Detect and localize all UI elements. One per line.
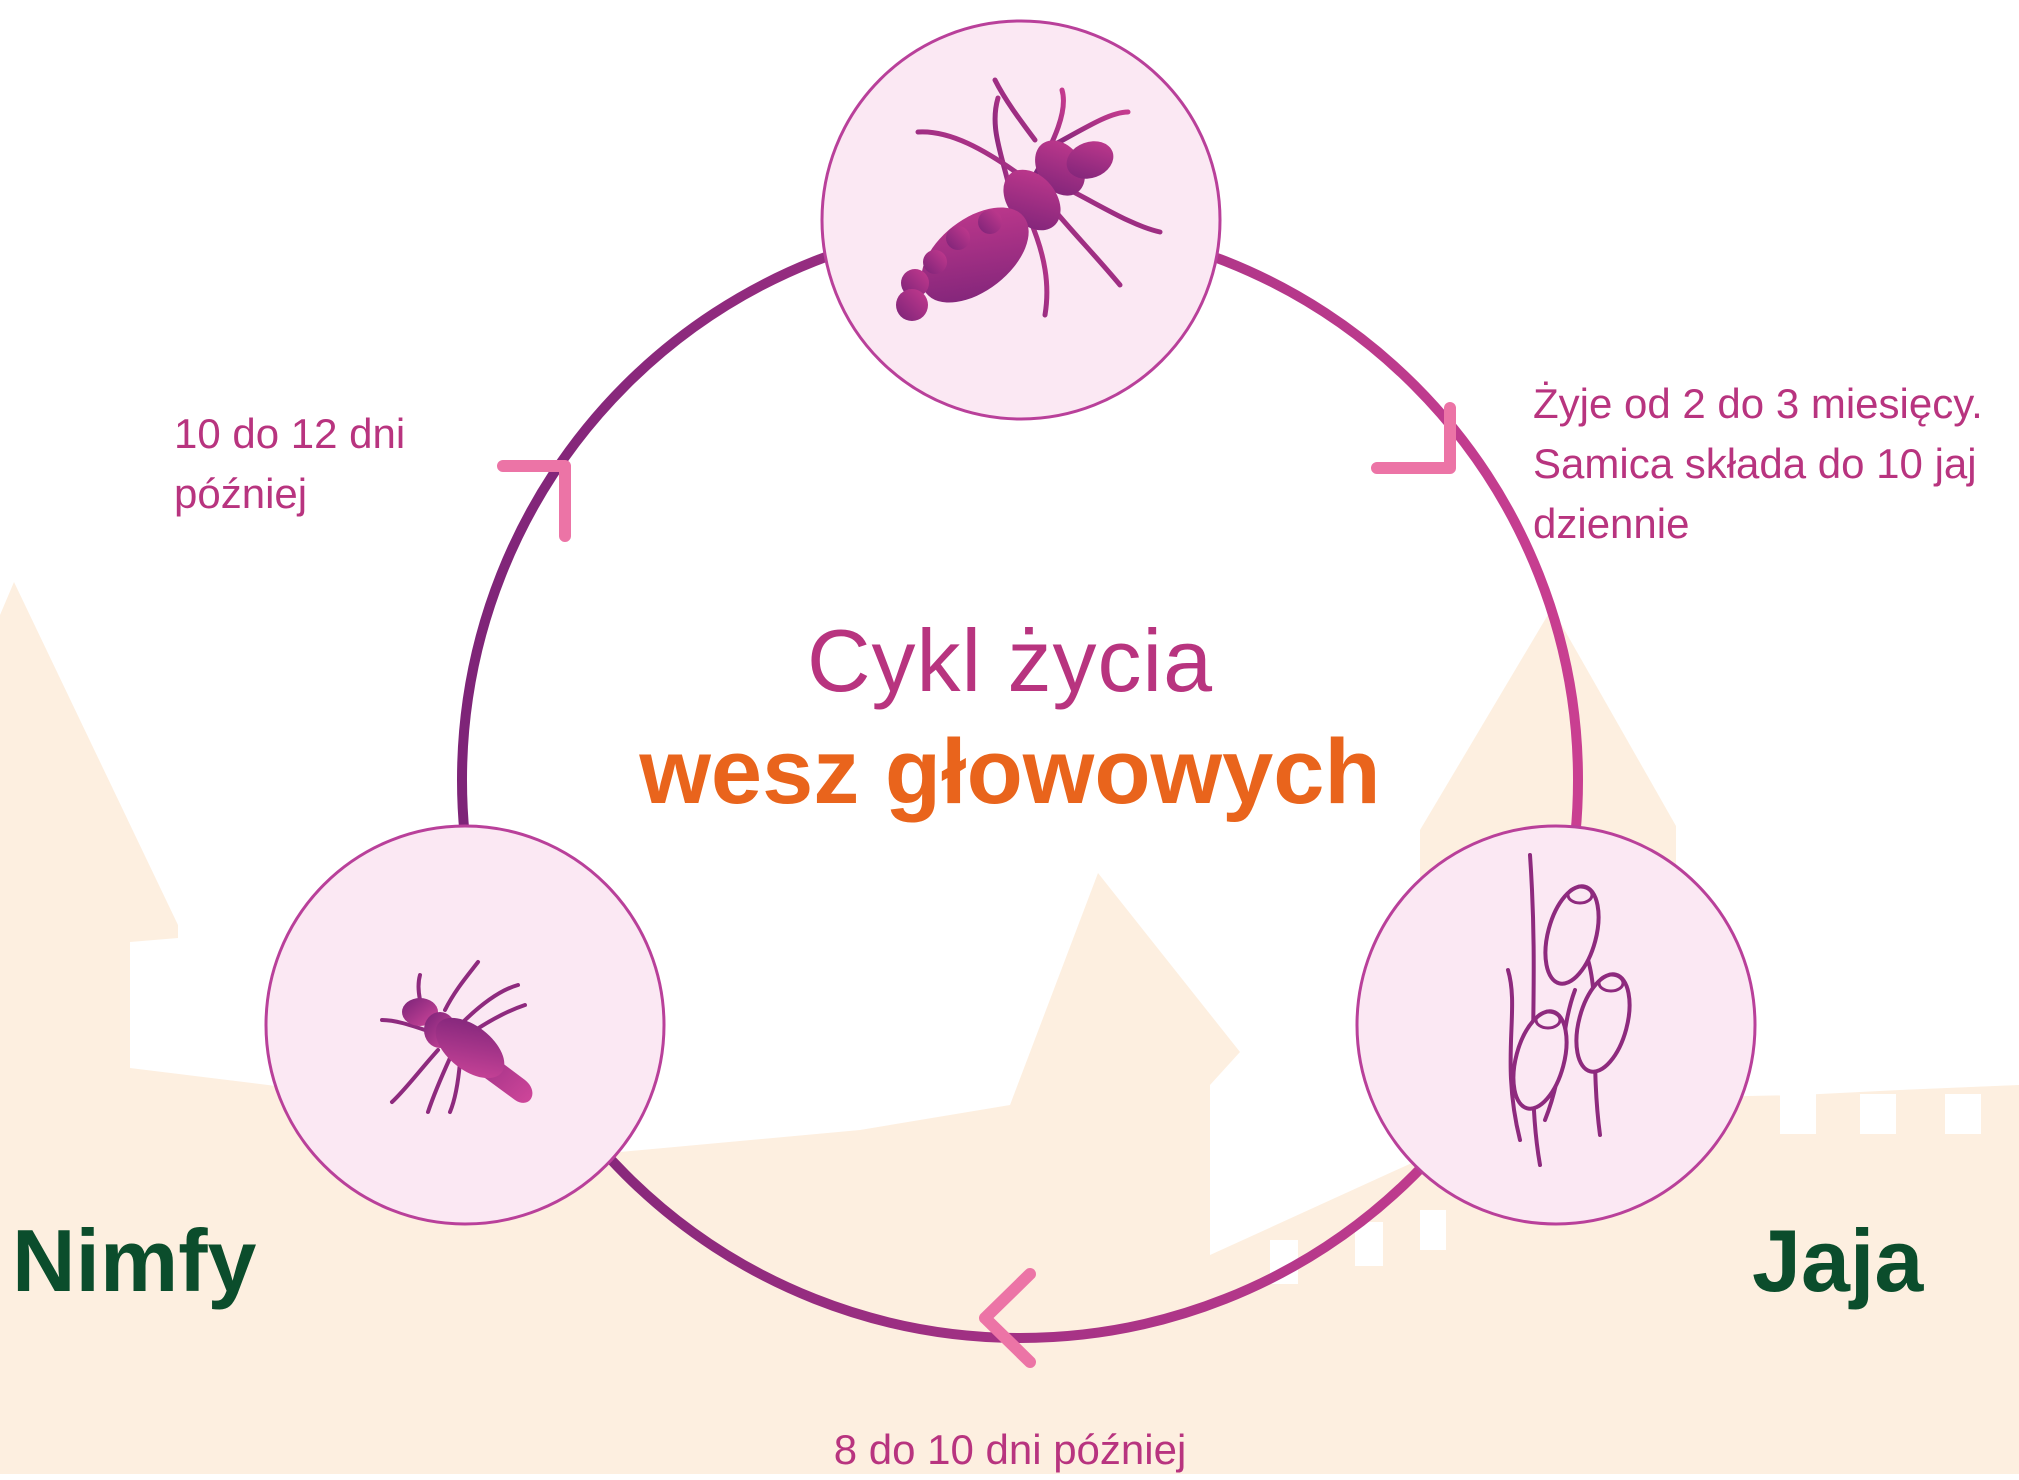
note-line: Żyje od 2 do 3 miesięcy. bbox=[1533, 374, 2019, 434]
note-adult-to-eggs: Żyje od 2 do 3 miesięcy. Samica składa d… bbox=[1533, 374, 2019, 554]
stage-label-eggs: Jaja bbox=[1752, 1210, 1923, 1312]
diagram-title-line1: Cykl życia bbox=[620, 610, 1400, 712]
note-line: dziennie bbox=[1533, 494, 2019, 554]
note-eggs-to-nymphs: 8 do 10 dni później bbox=[700, 1420, 1320, 1480]
diagram-title-line2: wesz głowowych bbox=[560, 720, 1460, 825]
note-line: później bbox=[174, 464, 504, 524]
note-line: 10 do 12 dni bbox=[174, 404, 504, 464]
stage-label-nymphs: Nimfy bbox=[12, 1210, 257, 1312]
note-nymphs-to-adult: 10 do 12 dni później bbox=[174, 404, 504, 524]
note-line: Samica składa do 10 jaj bbox=[1533, 434, 2019, 494]
